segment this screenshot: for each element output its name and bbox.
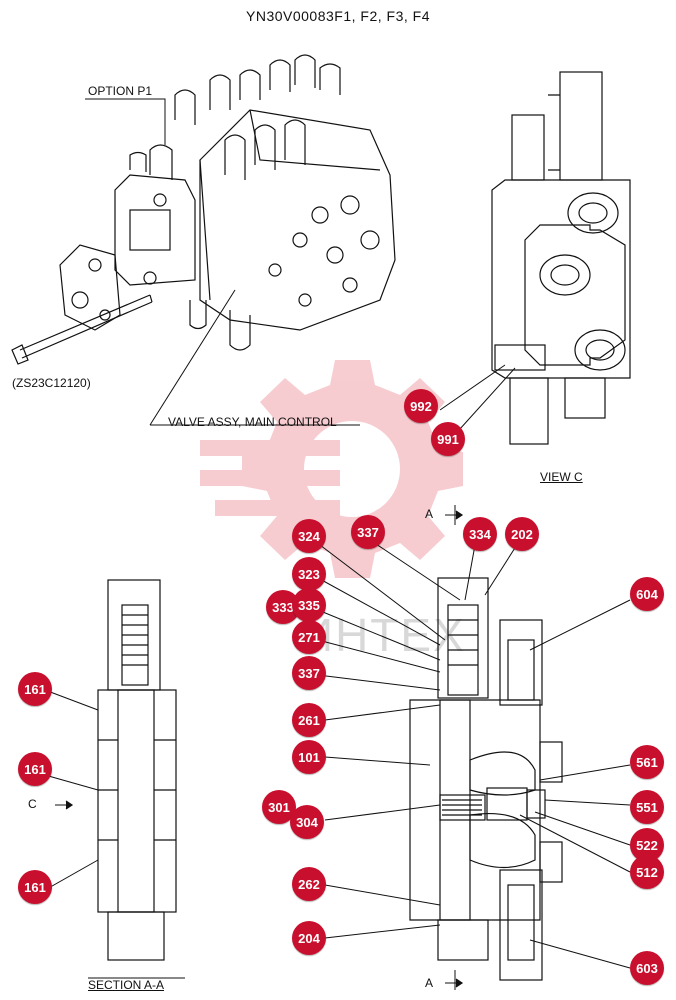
part-badge-202[interactable]: 202 [505, 517, 539, 551]
section-arrow-a-top: A [425, 507, 434, 521]
part-badge-551[interactable]: 551 [630, 790, 664, 824]
section-arrow-a-bottom: A [425, 976, 434, 990]
part-badge-992[interactable]: 992 [404, 389, 438, 423]
view-c-label: VIEW C [540, 470, 583, 484]
part-badge-161-bottom[interactable]: 161 [18, 870, 52, 904]
part-badge-991[interactable]: 991 [431, 422, 465, 456]
bolt-part-label: (ZS23C12120) [12, 376, 91, 390]
option-p1-label: OPTION P1 [88, 84, 153, 98]
section-aa-label: SECTION A-A [88, 978, 165, 992]
view-c-drawing [439, 71, 631, 445]
part-badge-161-top[interactable]: 161 [18, 672, 52, 706]
part-badge-304[interactable]: 304 [290, 805, 324, 839]
section-aa-drawing [44, 579, 185, 979]
part-badge-334[interactable]: 334 [463, 517, 497, 551]
part-badge-204[interactable]: 204 [292, 921, 326, 955]
valve-assy-label: VALVE ASSY, MAIN CONTROL [168, 415, 337, 429]
part-badge-337-top[interactable]: 337 [351, 515, 385, 549]
part-badge-261[interactable]: 261 [292, 703, 326, 737]
part-badge-101[interactable]: 101 [292, 740, 326, 774]
part-badge-262[interactable]: 262 [292, 867, 326, 901]
part-badge-324[interactable]: 324 [292, 519, 326, 553]
main-section-drawing [317, 505, 631, 990]
part-badge-512[interactable]: 512 [630, 855, 664, 889]
part-badge-335[interactable]: 335 [292, 588, 326, 622]
view-arrow-c: C [28, 797, 37, 811]
part-badge-603[interactable]: 603 [630, 951, 664, 985]
part-badge-271[interactable]: 271 [292, 620, 326, 654]
watermark-text: ИНТЕХ [300, 609, 466, 661]
part-badge-561[interactable]: 561 [630, 745, 664, 779]
part-badge-337-mid[interactable]: 337 [292, 656, 326, 690]
page-title: YN30V00083F1, F2, F3, F4 [246, 8, 430, 24]
part-badge-161-mid[interactable]: 161 [18, 752, 52, 786]
valve-assembly-drawing [11, 54, 396, 426]
part-badge-323[interactable]: 323 [292, 557, 326, 591]
part-badge-301[interactable]: 301 [262, 790, 296, 824]
part-badge-604[interactable]: 604 [630, 577, 664, 611]
